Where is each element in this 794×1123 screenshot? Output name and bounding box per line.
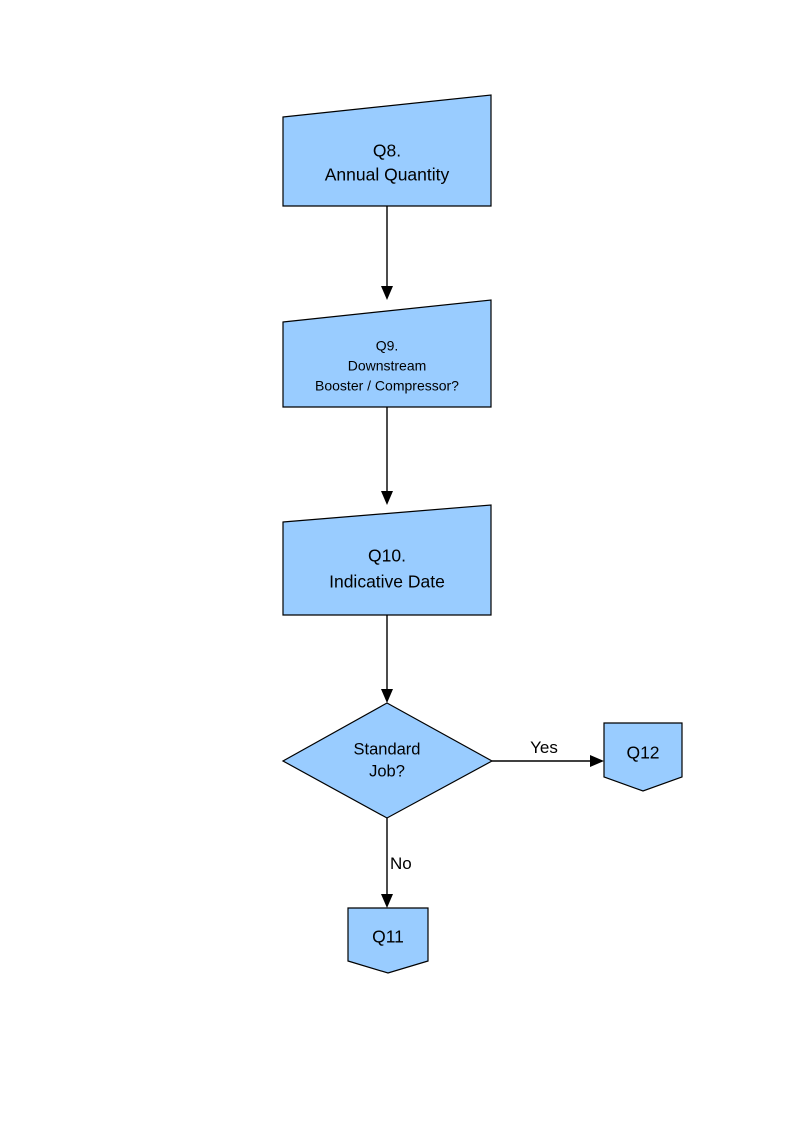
edge-q9-to-q10-arrowhead <box>381 491 393 505</box>
node-q10-line-2: Indicative Date <box>329 572 445 592</box>
node-q9[interactable]: Q9. Downstream Booster / Compressor? <box>282 299 492 408</box>
node-q10-shape[interactable] <box>282 504 492 616</box>
node-decision-shape[interactable] <box>281 702 494 819</box>
node-q12-shape[interactable] <box>603 722 683 792</box>
edge-q8-to-q9 <box>381 206 393 300</box>
edge-q10-to-decision <box>381 615 393 703</box>
node-q8[interactable]: Q8. Annual Quantity <box>282 94 492 207</box>
node-q11[interactable]: Q11 <box>347 907 429 974</box>
node-q11-shape[interactable] <box>347 907 429 974</box>
edge-q8-to-q9-arrowhead <box>381 286 393 300</box>
node-decision-line-1: Standard <box>354 740 421 758</box>
edge-q10-to-decision-arrowhead <box>381 689 393 703</box>
node-q8-line-1: Q8. <box>373 141 401 161</box>
edge-label-no: No <box>390 854 412 873</box>
node-q12[interactable]: Q12 <box>603 722 683 792</box>
node-decision-standard-job[interactable]: Standard Job? <box>281 702 494 819</box>
edge-decision-to-q11-arrowhead <box>381 894 393 908</box>
edge-decision-to-q12: Yes <box>492 738 604 767</box>
node-q12-label: Q12 <box>626 743 659 763</box>
node-q9-line-2: Downstream <box>348 358 427 374</box>
node-q9-shape[interactable] <box>282 299 492 408</box>
node-q8-shape[interactable] <box>282 94 492 207</box>
edge-decision-to-q11: No <box>381 818 412 908</box>
edge-q9-to-q10 <box>381 407 393 505</box>
node-q10[interactable]: Q10. Indicative Date <box>282 504 492 616</box>
node-decision-line-2: Job? <box>369 762 405 780</box>
edge-label-yes: Yes <box>530 738 558 757</box>
node-q9-line-3: Booster / Compressor? <box>315 378 459 394</box>
edge-decision-to-q12-arrowhead <box>590 755 604 767</box>
node-q9-line-1: Q9. <box>376 338 399 354</box>
node-q10-line-1: Q10. <box>368 546 406 566</box>
node-q11-label: Q11 <box>372 927 404 947</box>
node-q8-line-2: Annual Quantity <box>325 165 450 185</box>
